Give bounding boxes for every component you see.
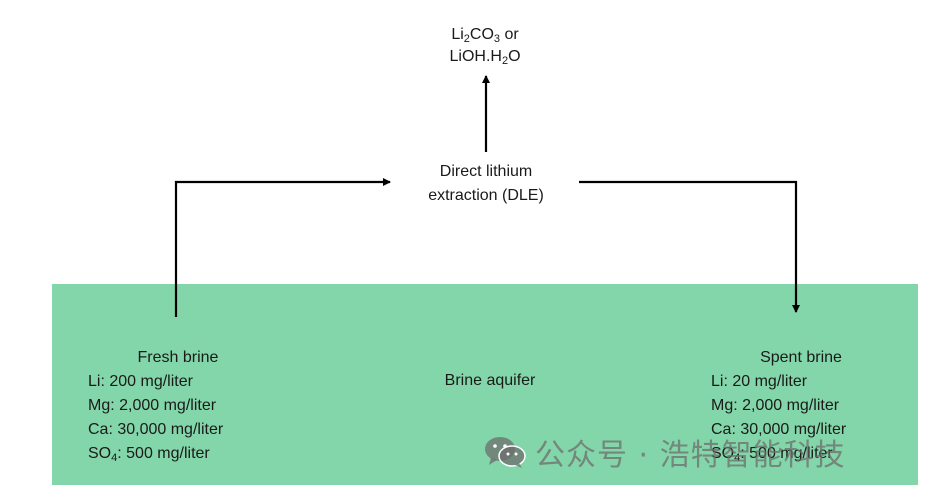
product-text: LiOH.H [449, 48, 502, 65]
product-text: Li [451, 26, 464, 43]
fresh-brine-ca: Ca: 30,000 mg/liter [88, 421, 224, 438]
fresh-to-dle-arrow [174, 178, 391, 317]
fresh-brine-mg: Mg: 2,000 mg/liter [88, 397, 217, 414]
subscript: 2 [501, 55, 509, 67]
dle-line-1: Direct lithium [439, 163, 533, 180]
dle-label: Direct lithium extraction (DLE) [396, 160, 576, 208]
so4-text: SO [88, 445, 112, 462]
fresh-brine-li: Li: 200 mg/liter [88, 373, 193, 390]
brine-aquifer-label: Brine aquifer [444, 372, 536, 389]
spent-brine-li: Li: 20 mg/liter [711, 373, 808, 390]
spent-brine-mg: Mg: 2,000 mg/liter [711, 397, 840, 414]
fresh-brine-so4: SO4: 500 mg/liter [88, 442, 268, 466]
spent-brine-so4: SO4: 500 mg/liter [711, 442, 891, 466]
fresh-brine-title: Fresh brine [137, 349, 219, 366]
product-line-1: Li2CO3 or [430, 24, 540, 46]
subscript: 4 [734, 452, 741, 464]
so4-text: : 500 mg/liter [740, 445, 833, 462]
watermark: 公众号 · 浩特智能科技 [483, 432, 846, 473]
so4-text: SO [711, 445, 735, 462]
watermark-text: 公众号 · 浩特智能科技 [535, 438, 846, 473]
product-label: Li2CO3 or LiOH.H2O [430, 24, 540, 68]
product-text: O [508, 48, 521, 65]
wechat-icon [485, 437, 526, 468]
subscript: 2 [463, 33, 470, 45]
spent-brine-block: Spent brine Li: 20 mg/liter Mg: 2,000 mg… [711, 346, 891, 466]
subscript: 4 [111, 452, 118, 464]
product-text: CO [469, 26, 494, 43]
dle-to-spent-arrow [579, 180, 800, 313]
product-line-2: LiOH.H2O [430, 46, 540, 68]
so4-text: : 500 mg/liter [117, 445, 210, 462]
product-text: or [500, 26, 519, 43]
dle-line-2: extraction (DLE) [428, 187, 544, 204]
fresh-brine-block: Fresh brine Li: 200 mg/liter Mg: 2,000 m… [88, 346, 268, 466]
subscript: 3 [493, 33, 501, 45]
brine-aquifer-region [52, 284, 918, 485]
spent-brine-title: Spent brine [760, 349, 842, 366]
spent-brine-ca: Ca: 30,000 mg/liter [711, 421, 847, 438]
